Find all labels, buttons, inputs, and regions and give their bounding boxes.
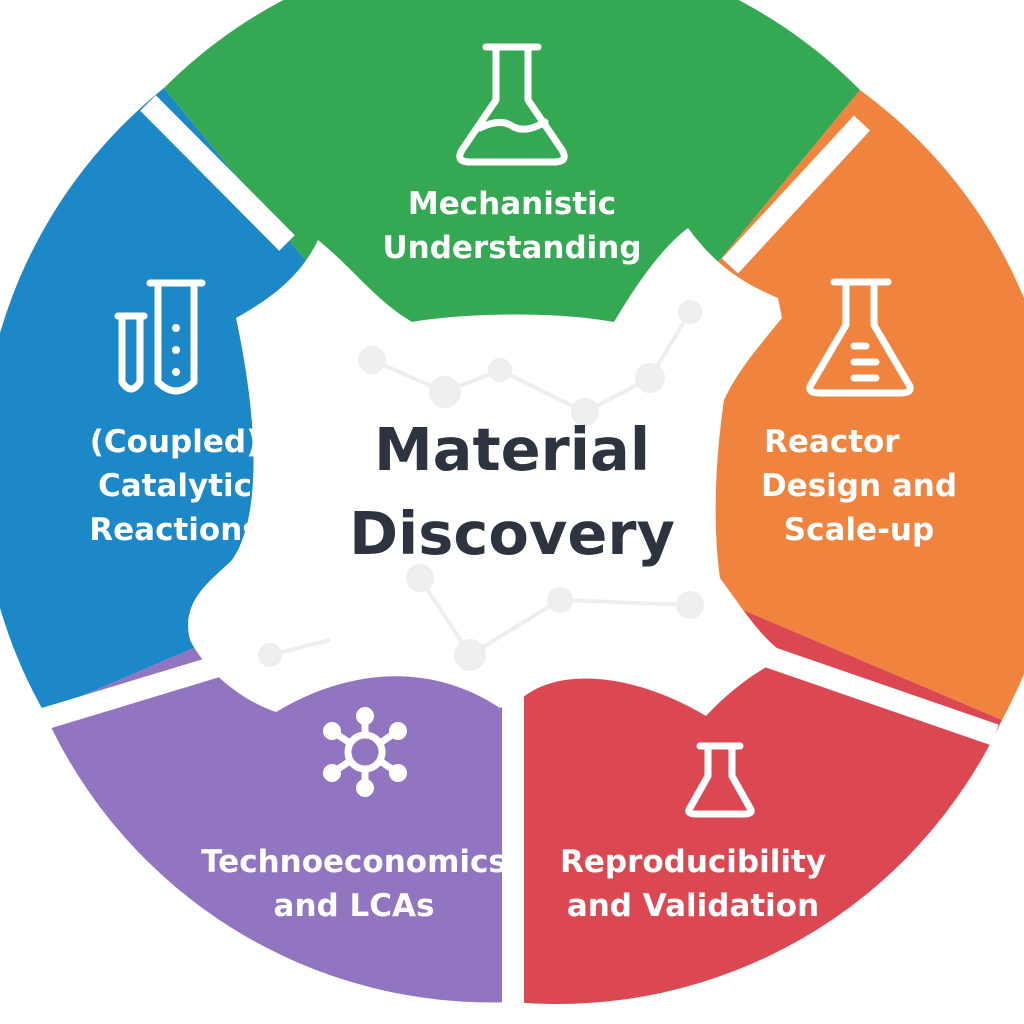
label-line: and LCAs bbox=[273, 888, 435, 924]
segment-techno bbox=[44, 512, 513, 1003]
segment-reactor bbox=[512, 90, 1024, 720]
label-line: Mechanistic bbox=[407, 186, 617, 222]
label-mechanistic: Mechanistic Understanding bbox=[362, 182, 662, 270]
label-line: Design and bbox=[760, 468, 958, 504]
center-title: Material Discovery bbox=[262, 408, 762, 576]
icon-dots bbox=[172, 324, 407, 797]
label-line: Understanding bbox=[382, 230, 642, 266]
segment-mechanistic bbox=[164, 0, 860, 512]
flask-icon bbox=[685, 742, 755, 818]
segment-reproducibility bbox=[512, 512, 1002, 1005]
label-techno: Technoeconomics and LCAs bbox=[196, 840, 512, 928]
flask-icon bbox=[806, 278, 914, 397]
background-network bbox=[258, 300, 704, 671]
label-reproducibility: Reproducibility and Validation bbox=[548, 840, 838, 928]
label-line: Technoeconomics bbox=[201, 844, 507, 880]
test-tubes-icon bbox=[114, 279, 206, 395]
label-catalytic: (Coupled) Catalytic Reactions bbox=[60, 420, 290, 552]
center-title-line: Material bbox=[373, 415, 651, 484]
label-line: Scale-up bbox=[783, 512, 935, 548]
center-title-line: Discovery bbox=[349, 499, 675, 568]
label-line: Reactor bbox=[764, 424, 900, 460]
flask-icon bbox=[456, 43, 568, 166]
label-line: Reactions bbox=[89, 512, 261, 548]
label-line: and Validation bbox=[566, 888, 820, 924]
label-reactor: Reactor Design and Scale-up bbox=[742, 420, 976, 552]
label-line: Catalytic bbox=[97, 468, 253, 504]
label-line: Reproducibility bbox=[559, 844, 827, 880]
segment-catalytic bbox=[0, 88, 512, 712]
label-line: (Coupled) bbox=[89, 424, 261, 460]
